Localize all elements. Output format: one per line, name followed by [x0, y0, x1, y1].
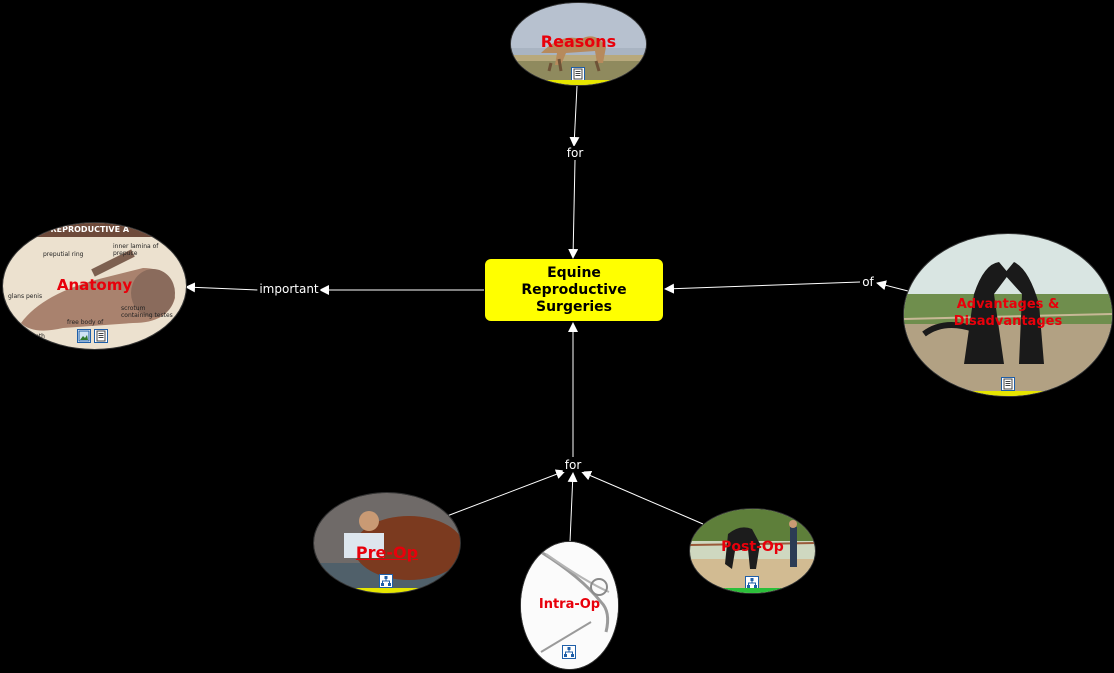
fighting-horses-image: [904, 234, 1112, 396]
node-advantages-base: [904, 391, 1112, 396]
link-label-of: of: [860, 275, 876, 289]
anatomy-image-header: N REPRODUCTIVE A: [41, 225, 130, 234]
document-icon[interactable]: [94, 329, 108, 343]
link-intraop-to-for: [567, 472, 578, 543]
node-reasons[interactable]: Reasons: [510, 2, 647, 86]
anatomy-image-ring: preputial ring: [43, 251, 84, 258]
link-label-important: important: [257, 282, 321, 296]
node-reasons-label: Reasons: [540, 32, 617, 51]
link-important-to-anatomy: [185, 282, 259, 293]
document-icon[interactable]: [571, 67, 585, 81]
link-postop-to-for: [581, 470, 704, 525]
anatomy-image-scrotum: scrotum containing testes: [121, 305, 173, 319]
document-icon[interactable]: [1001, 377, 1015, 391]
concept-map-icon[interactable]: [379, 574, 393, 588]
image-icon[interactable]: [77, 329, 91, 343]
node-postop-label: Post-Op: [721, 539, 784, 555]
node-preop-base: [314, 588, 460, 593]
node-intraop-label: Intra-Op: [538, 597, 601, 612]
link-of-to-center: [664, 281, 861, 294]
center-concept-title: Equine Reproductive Surgeries: [521, 264, 627, 315]
link-reasons-to-for: [569, 85, 580, 147]
anatomy-image-inner: inner lamina of prepuce: [113, 243, 159, 257]
node-postop-base: [690, 588, 815, 593]
node-postop[interactable]: Post-Op: [689, 508, 816, 594]
anatomy-diagram-image: [3, 223, 186, 349]
concept-map-icon[interactable]: [562, 645, 576, 659]
center-concept[interactable]: Equine Reproductive Surgeries: [485, 259, 663, 321]
link-for-to-center: [568, 159, 579, 259]
anatomy-image-body: free body of: [67, 319, 104, 326]
node-preop[interactable]: Pre-Op: [313, 492, 461, 594]
link-label-for-bottom: for: [562, 458, 584, 472]
node-intraop[interactable]: Intra-Op: [520, 541, 619, 670]
node-reasons-base: [511, 80, 646, 85]
node-anatomy[interactable]: N REPRODUCTIVE A preputial ring inner la…: [2, 222, 187, 350]
node-anatomy-label: Anatomy: [56, 276, 133, 294]
anatomy-image-urethra: ureth: [29, 333, 45, 340]
node-advantages-label: Advantages & Disadvantages: [953, 297, 1063, 329]
link-advantages-to-of: [876, 280, 909, 292]
node-preop-label: Pre-Op: [355, 543, 419, 562]
link-preop-to-for: [446, 469, 566, 517]
node-advantages[interactable]: Advantages & Disadvantages: [903, 233, 1113, 397]
postop-horse-image: [690, 509, 815, 593]
anatomy-image-glans: glans penis: [8, 293, 43, 300]
link-label-for-top: for: [564, 146, 586, 160]
